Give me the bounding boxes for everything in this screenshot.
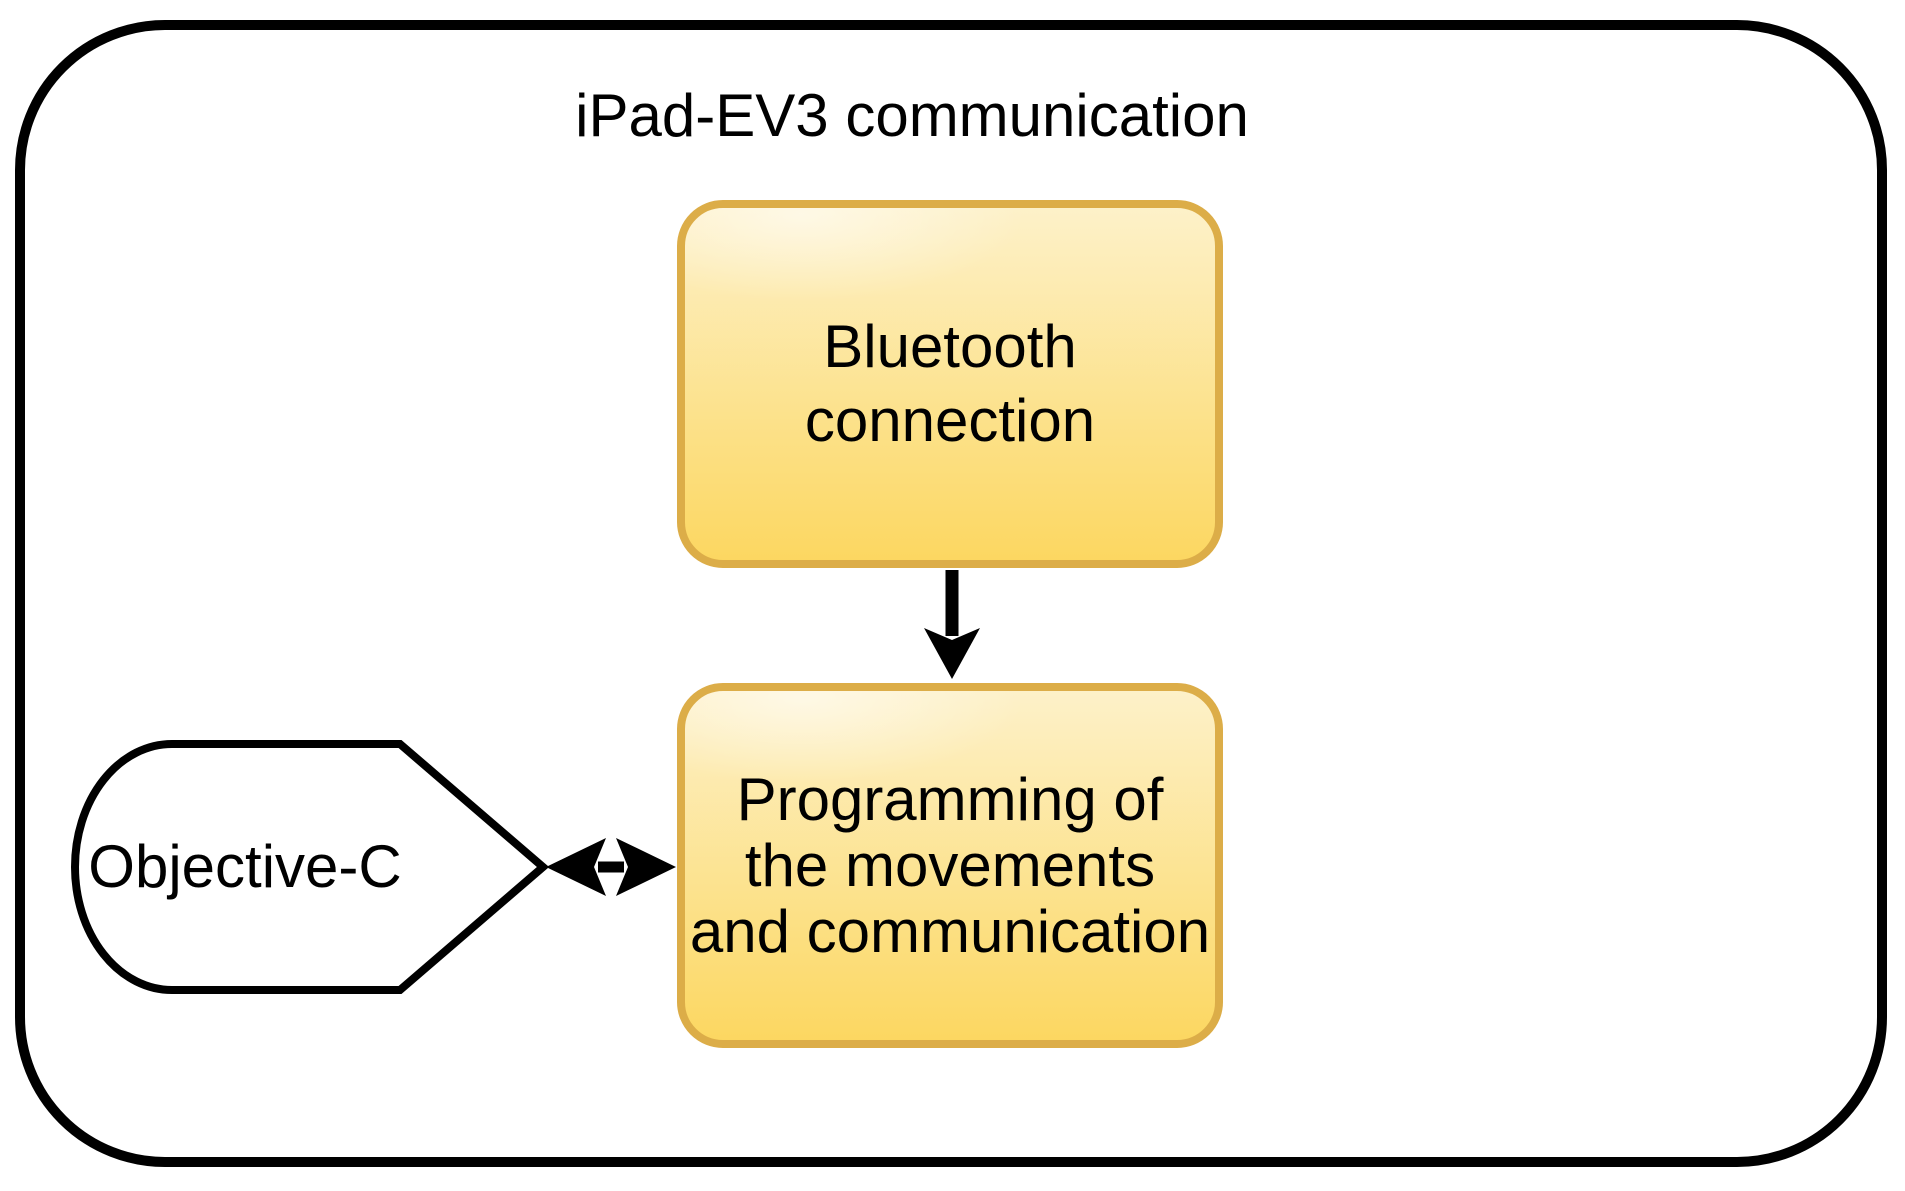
programming-node-label: Programming of the movements and communi…	[689, 765, 1211, 965]
programming-node-line-1: Programming of	[736, 765, 1164, 833]
bluetooth-node-line-1: Bluetooth	[823, 313, 1077, 380]
arrow-objective-c-programming-icon	[546, 838, 676, 896]
bluetooth-connection-node: Bluetooth connection	[677, 200, 1223, 568]
bluetooth-node-line-2: connection	[804, 387, 1096, 454]
diagram-title: iPad-EV3 communication	[575, 82, 1249, 149]
bluetooth-node-label: Bluetooth connection	[805, 310, 1095, 458]
programming-node: Programming of the movements and communi…	[677, 683, 1223, 1048]
programming-node-line-3: and communication	[689, 897, 1211, 965]
objective-c-label: Objective-C	[88, 833, 402, 900]
arrow-bluetooth-to-programming-icon	[924, 570, 980, 679]
objective-c-shape	[70, 740, 550, 994]
programming-node-line-2: the movements	[744, 831, 1156, 899]
